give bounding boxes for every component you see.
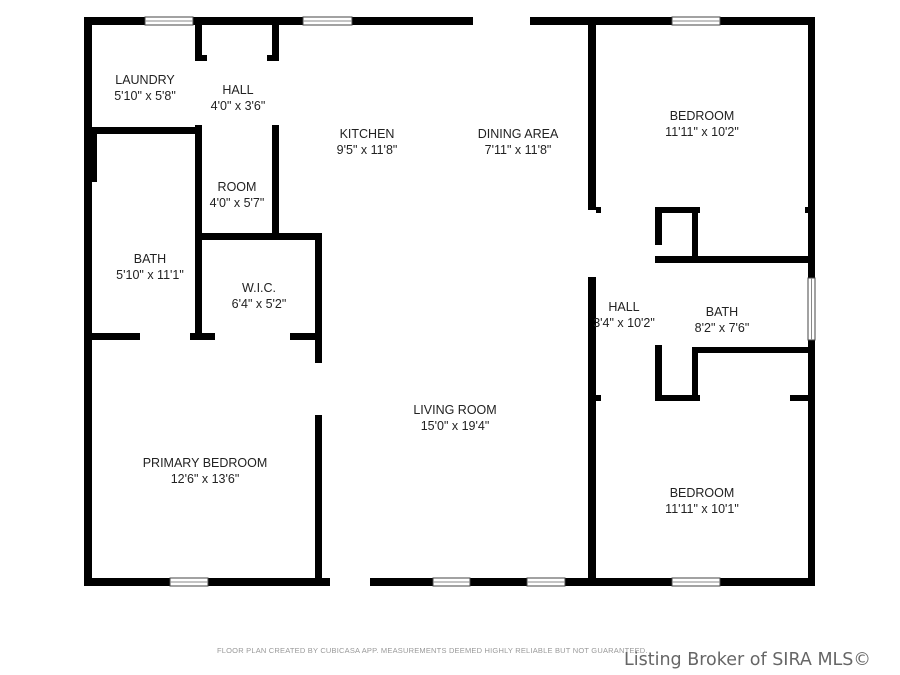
wall	[195, 125, 202, 335]
room-size: 9'5" x 11'8"	[336, 143, 398, 157]
room-bath-left: BATH 5'10" x 11'1"	[116, 251, 184, 283]
wall	[92, 127, 200, 134]
wall	[290, 333, 322, 340]
window	[144, 16, 194, 26]
room-size: 6'4" x 5'2"	[231, 297, 287, 311]
wall	[655, 395, 700, 401]
wall	[195, 55, 207, 61]
room-laundry: LAUNDRY 5'10" x 5'8"	[114, 72, 176, 104]
room-room: ROOM 4'0" x 5'7"	[210, 179, 265, 211]
window	[671, 16, 721, 26]
wall	[84, 17, 92, 586]
wall	[588, 25, 596, 210]
wall	[565, 578, 672, 586]
wall	[352, 17, 473, 25]
room-size: 8'2" x 7'6"	[694, 321, 750, 335]
room-name: DINING AREA	[477, 127, 559, 141]
room-size: 7'11" x 11'8"	[484, 143, 552, 157]
room-name: HALL	[222, 83, 254, 97]
wall	[315, 233, 322, 363]
room-size: 15'0" x 19'4"	[420, 419, 490, 433]
room-name: BEDROOM	[669, 109, 735, 123]
wall	[208, 578, 330, 586]
wall	[655, 207, 662, 245]
window	[807, 277, 816, 341]
wall	[92, 333, 140, 340]
room-name: LAUNDRY	[115, 73, 175, 87]
window	[302, 16, 353, 26]
room-hall-right: HALL 3'4" x 10'2"	[593, 299, 655, 331]
wall	[720, 17, 815, 25]
wall	[692, 207, 698, 258]
room-size: 11'11" x 10'2"	[665, 125, 739, 139]
wall	[195, 233, 322, 240]
wall	[808, 17, 815, 278]
window	[671, 577, 721, 587]
room-name: W.I.C.	[241, 281, 277, 295]
wall	[655, 256, 808, 263]
room-name: BATH	[705, 305, 739, 319]
wall	[588, 277, 596, 578]
room-name: BEDROOM	[669, 486, 735, 500]
wall	[790, 395, 808, 401]
room-name: LIVING ROOM	[413, 403, 497, 417]
room-bedroom-bottom: BEDROOM 11'11" x 10'1"	[665, 485, 739, 517]
room-size: 5'10" x 11'1"	[116, 268, 184, 282]
wall	[530, 17, 672, 25]
room-name: ROOM	[217, 180, 257, 194]
wall	[272, 25, 279, 60]
wall	[190, 333, 215, 340]
wall	[92, 127, 97, 182]
room-size: 4'0" x 3'6"	[210, 99, 266, 113]
room-name: BATH	[133, 252, 167, 266]
wall	[84, 17, 145, 25]
room-name: PRIMARY BEDROOM	[142, 456, 268, 470]
room-size: 5'10" x 5'8"	[114, 89, 176, 103]
wall	[370, 578, 433, 586]
wall	[272, 125, 279, 237]
wall	[195, 25, 202, 60]
room-name: HALL	[608, 300, 640, 314]
window	[169, 577, 209, 587]
room-wic: W.I.C. 6'4" x 5'2"	[232, 280, 287, 312]
wall	[655, 345, 662, 398]
room-living-room: LIVING ROOM 15'0" x 19'4"	[413, 402, 496, 434]
room-bedroom-top: BEDROOM 11'11" x 10'2"	[665, 108, 739, 140]
room-size: 4'0" x 5'7"	[209, 196, 265, 210]
window	[526, 577, 566, 587]
wall	[84, 578, 170, 586]
room-bath-right: BATH 8'2" x 7'6"	[695, 304, 750, 336]
wall	[267, 55, 279, 61]
wall	[596, 395, 601, 401]
wall	[808, 340, 815, 586]
room-name: KITCHEN	[339, 127, 395, 141]
room-kitchen: KITCHEN 9'5" x 11'8"	[337, 126, 398, 158]
room-size: 11'11" x 10'1"	[665, 502, 739, 516]
wall	[315, 415, 322, 578]
wall	[805, 207, 808, 213]
wall	[596, 207, 601, 213]
window	[432, 577, 471, 587]
watermark: Listing Broker of SIRA MLS©	[624, 650, 871, 670]
wall	[692, 347, 808, 353]
wall	[720, 578, 815, 586]
wall	[655, 207, 700, 213]
wall	[692, 347, 698, 398]
wall	[193, 17, 303, 25]
room-size: 12'6" x 13'6"	[170, 472, 240, 486]
room-primary-bedroom: PRIMARY BEDROOM 12'6" x 13'6"	[143, 455, 268, 487]
room-hall-small: HALL 4'0" x 3'6"	[211, 82, 266, 114]
wall	[470, 578, 527, 586]
disclaimer: FLOOR PLAN CREATED BY CUBICASA APP. MEAS…	[217, 646, 648, 655]
room-size: 3'4" x 10'2"	[593, 316, 655, 330]
room-dining-area: DINING AREA 7'11" x 11'8"	[478, 126, 559, 158]
